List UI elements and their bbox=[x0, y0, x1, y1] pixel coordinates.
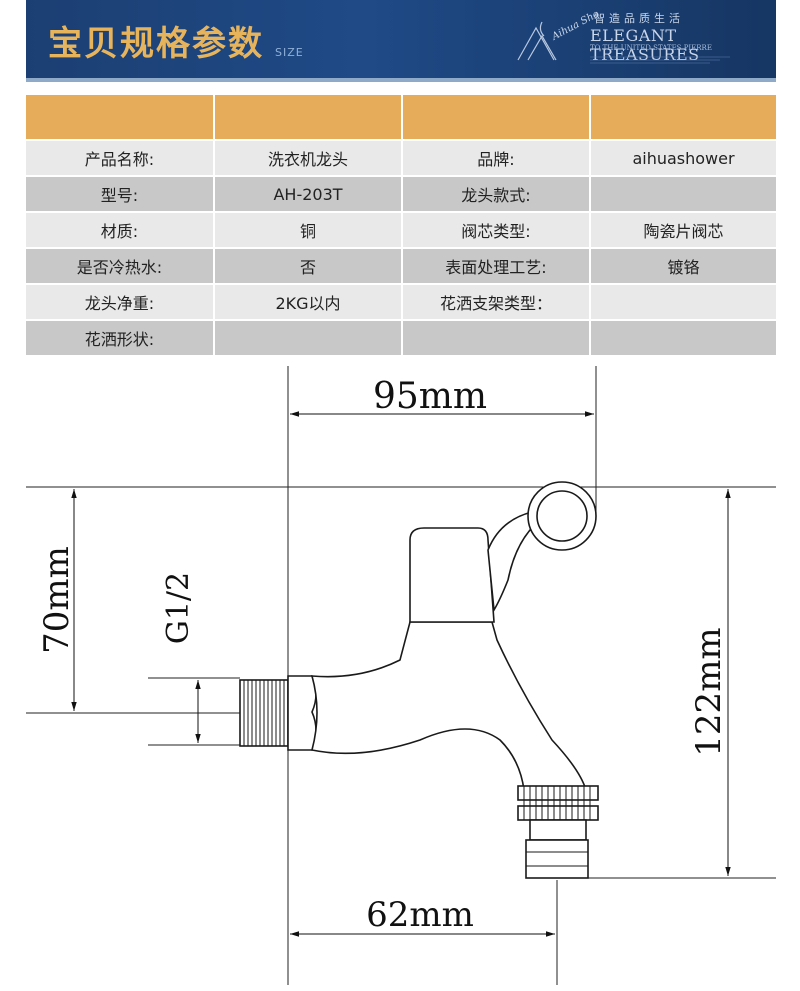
page-title: 宝贝规格参数 bbox=[48, 24, 264, 64]
dimension-62mm: 62mm bbox=[290, 895, 555, 937]
spec-value: 铜 bbox=[214, 212, 403, 249]
brand-tagline: TO THE UNITED STATES PIERRE bbox=[590, 44, 712, 52]
spec-row: 花洒形状: bbox=[26, 320, 776, 357]
spec-value: AH-203T bbox=[214, 176, 403, 213]
spec-label: 龙头款式: bbox=[402, 176, 591, 213]
dimension-95mm: 95mm bbox=[290, 376, 594, 417]
spec-row: 龙头净重: 2KG以内 花洒支架类型： bbox=[26, 284, 776, 321]
dimension-70mm: 70mm bbox=[37, 489, 77, 711]
spec-header-cell bbox=[214, 95, 403, 141]
spec-header-cell bbox=[26, 95, 215, 141]
decorative-lines bbox=[590, 56, 730, 64]
spec-table-header-row bbox=[26, 95, 776, 141]
spec-label: 阀芯类型: bbox=[402, 212, 591, 249]
spec-value bbox=[590, 176, 776, 213]
spec-row: 材质: 铜 阀芯类型: 陶瓷片阀芯 bbox=[26, 212, 776, 249]
spec-row: 型号: AH-203T 龙头款式: bbox=[26, 176, 776, 213]
spec-value: 2KG以内 bbox=[214, 284, 403, 321]
spec-value: aihuashower bbox=[590, 140, 776, 177]
dim-left-label: 70mm bbox=[37, 546, 77, 654]
banner-bottom-stripe bbox=[26, 78, 776, 82]
spec-row: 是否冷热水: 否 表面处理工艺: 镀铬 bbox=[26, 248, 776, 285]
page-subtitle: SIZE bbox=[275, 46, 304, 59]
spec-value bbox=[590, 284, 776, 321]
spec-label: 花洒形状: bbox=[26, 320, 215, 357]
thread-lines bbox=[243, 680, 285, 746]
spec-value bbox=[214, 320, 403, 357]
faucet-dimension-drawing: 95mm 70mm G1/2 122mm 62mm bbox=[26, 366, 776, 985]
dimension-g12: G1/2 bbox=[161, 572, 201, 743]
spec-label: 是否冷热水: bbox=[26, 248, 215, 285]
spec-value bbox=[590, 320, 776, 357]
dim-right-label: 122mm bbox=[689, 627, 729, 756]
dimension-122mm: 122mm bbox=[689, 489, 731, 876]
spec-label: 产品名称: bbox=[26, 140, 215, 177]
spec-label: 材质: bbox=[26, 212, 215, 249]
brand-chinese-slogan: 智造品质生活 bbox=[594, 12, 684, 25]
spec-label: 品牌: bbox=[402, 140, 591, 177]
spec-header-cell bbox=[402, 95, 591, 141]
spec-row: 产品名称: 洗衣机龙头 品牌: aihuashower bbox=[26, 140, 776, 177]
spec-value: 陶瓷片阀芯 bbox=[590, 212, 776, 249]
spec-table: 产品名称: 洗衣机龙头 品牌: aihuashower 型号: AH-203T … bbox=[26, 95, 776, 357]
spec-label: 表面处理工艺: bbox=[402, 248, 591, 285]
brand-english-name: ELEGANT TREASURES bbox=[590, 26, 700, 64]
header-banner: 宝贝规格参数 SIZE Aihua Shower 智造品质生活 ELEGANT … bbox=[26, 0, 776, 82]
spec-value: 否 bbox=[214, 248, 403, 285]
spec-value: 镀铬 bbox=[590, 248, 776, 285]
brand-logo-icon: Aihua Shower bbox=[517, 10, 598, 61]
knurl-lines bbox=[523, 786, 591, 820]
spec-label: 花洒支架类型： bbox=[402, 284, 591, 321]
dim-thread-label: G1/2 bbox=[161, 572, 196, 644]
spec-label: 型号: bbox=[26, 176, 215, 213]
dim-top-label: 95mm bbox=[373, 376, 487, 417]
spec-header-cell bbox=[590, 95, 776, 141]
spec-label: 龙头净重: bbox=[26, 284, 215, 321]
dim-bottom-label: 62mm bbox=[366, 895, 474, 935]
spec-value: 洗衣机龙头 bbox=[214, 140, 403, 177]
spec-label bbox=[402, 320, 591, 357]
faucet-outline bbox=[239, 481, 599, 879]
